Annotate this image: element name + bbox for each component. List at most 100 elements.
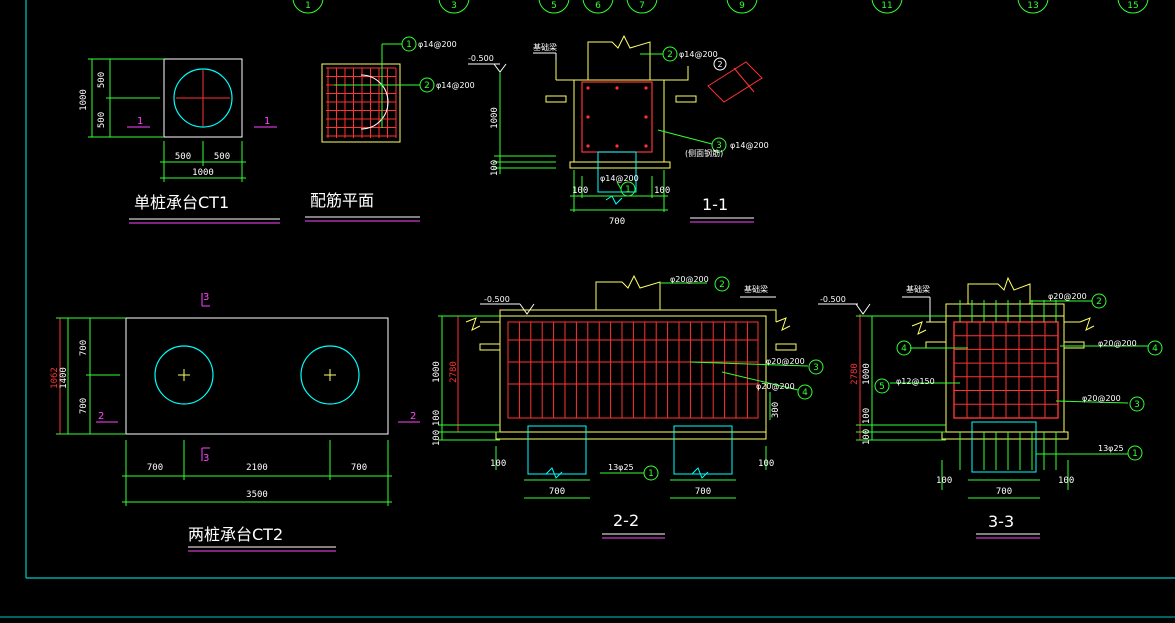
rebar-plan[interactable]: 1 φ14@200 2 φ14@200 配筋平面: [305, 36, 475, 222]
rebar-plan-grid: [326, 67, 397, 138]
ct2-dim-h2: 700: [79, 398, 89, 414]
ct1-section-mark-right: 1: [264, 116, 270, 127]
sec33-elev-text: -0.500: [820, 295, 846, 304]
callout-spec: φ20@200: [1048, 292, 1087, 301]
sec11-bedding: [569, 161, 671, 169]
sec33-cap-outline[interactable]: [945, 315, 1065, 433]
grid-bubble-label: 6: [595, 1, 601, 11]
sec22-dim-b2: 100: [432, 430, 442, 446]
sec33-soil-right: [1063, 341, 1085, 349]
callout-number: 4: [901, 344, 907, 354]
callout-number: 3: [1134, 400, 1140, 410]
ct2-dim-h1: 700: [79, 340, 89, 356]
sec11-column: [587, 34, 651, 70]
section-1-1[interactable]: -0.500 基础梁 1000 100 100 100: [468, 34, 769, 227]
callout-number: 4: [1152, 344, 1158, 354]
callout-number: 2: [1096, 297, 1102, 307]
rebar-plan-callout-1[interactable]: 1 φ14@200: [401, 36, 457, 52]
sec33-bedding: [941, 431, 1069, 440]
ct2-plan[interactable]: 1062 1400 700 700 700 2100 700 3500 3 3 …: [50, 292, 420, 552]
grid-bubble-label: 7: [639, 1, 645, 11]
callout-number: 1: [625, 185, 631, 195]
sec33-dim-b2: 100: [862, 429, 872, 445]
sec11-elev-triangle: [493, 63, 507, 73]
callout-spec: φ20@200: [1098, 339, 1137, 348]
grid-bubble-label: 3: [451, 1, 457, 11]
ct1-cap-outline[interactable]: [163, 58, 243, 138]
sec33-dim-total: 2780: [850, 363, 860, 385]
sec22-callout-2[interactable]: 2 φ20@200: [670, 275, 730, 292]
sec11-pile[interactable]: [597, 151, 637, 193]
sec22-callout-4[interactable]: 4 φ20@200: [756, 382, 813, 400]
rebar-dot: [644, 144, 648, 148]
sec11-dim-width: 700: [609, 217, 625, 227]
grid-bubble: 1: [292, 0, 324, 14]
callout-number: 1: [648, 469, 654, 479]
sec33-dim-height: 1000: [862, 363, 872, 385]
sec11-cap-outline[interactable]: [573, 79, 665, 163]
callout-number: 2: [667, 50, 673, 60]
ct2-mark-bottom: 3: [203, 453, 209, 464]
grid-bubble: 11: [871, 0, 903, 14]
rebar-dot: [644, 86, 648, 90]
sec33-callout-2[interactable]: 2 φ20@200: [1048, 292, 1107, 309]
sec33-beam-label: 基础梁: [906, 284, 930, 294]
rebar-plan-outline[interactable]: [321, 63, 401, 143]
callout-spec: 13φ25: [1098, 444, 1124, 453]
sec22-dim-b1: 100: [432, 410, 442, 426]
sec11-elev-text: -0.500: [468, 54, 494, 63]
sec22-callout-1[interactable]: 1 13φ25: [608, 463, 659, 481]
sec22-pile-left[interactable]: [527, 425, 587, 475]
ct1-plan[interactable]: 1000 500 500 500 500 1000 1 1 单桩承台CT1: [79, 58, 280, 224]
sec33-callout-5[interactable]: 5 φ12@150: [874, 377, 935, 394]
sec11-callout-1[interactable]: 1 φ14@200: [600, 174, 639, 197]
callout-number: 1: [1132, 449, 1138, 459]
callout-spec: φ20@200: [766, 357, 805, 366]
section-2-2[interactable]: -0.500 基础梁 1000 2780 100 100 300 100 1: [432, 274, 824, 539]
grid-bubble: 9: [726, 0, 758, 14]
ct1-dim-horizontal: [160, 141, 246, 182]
callout-number: 2: [424, 81, 430, 91]
sec11-callout-3[interactable]: 3 φ14@200 (侧面钢筋): [685, 137, 769, 158]
ct2-cap-outline[interactable]: [125, 317, 389, 435]
rebar-dot: [644, 115, 648, 119]
grid-bubble: 15: [1117, 0, 1149, 14]
ct1-dim-total-w: 1000: [192, 168, 214, 178]
sec11-detail-callout: 2: [713, 57, 727, 71]
sec33-rebar: [953, 300, 1059, 470]
sec22-pile-right[interactable]: [673, 425, 733, 475]
sec11-callout-2[interactable]: 2 φ14@200: [662, 46, 718, 62]
ct1-dim-w1: 500: [175, 152, 191, 162]
sec33-callout-1[interactable]: 1 13φ25: [1098, 444, 1143, 461]
section-3-3[interactable]: -0.500 基础梁 2780 1000 100 100 100 100 700: [818, 276, 1163, 539]
grid-bubble-label: 13: [1027, 1, 1038, 11]
sec11-soil-left: [545, 95, 567, 103]
sec11-rebar-cage[interactable]: [581, 81, 653, 153]
sec33-callout-3[interactable]: 3 φ20@200: [1082, 394, 1145, 412]
grid-bubble-label: 1: [305, 1, 311, 11]
grid-bubble: 5: [538, 0, 570, 14]
ct1-dim-h1: 500: [97, 72, 107, 88]
rebar-dot: [586, 115, 590, 119]
callout-number: 2: [719, 280, 725, 290]
ct2-pile-left[interactable]: [154, 345, 214, 405]
sec33-callout-4-right[interactable]: 4 φ20@200: [1098, 339, 1163, 356]
callout-spec: φ12@150: [896, 377, 935, 386]
sec22-dim-300: 300: [771, 402, 781, 418]
rebar-dot: [615, 144, 619, 148]
ct2-dim-total-w: 3500: [246, 490, 268, 500]
sec33-pile[interactable]: [971, 421, 1037, 473]
sec33-title: 3-3: [988, 512, 1014, 531]
rebar-plan-callout-2[interactable]: 2 φ14@200: [419, 77, 475, 93]
grid-bubble: 13: [1017, 0, 1049, 14]
rebar-plan-title: 配筋平面: [310, 191, 374, 210]
sec11-dim-height: 1000: [490, 107, 500, 129]
sec22-cap-outline[interactable]: [499, 315, 767, 433]
sec22-callout-3[interactable]: 3 φ20@200: [766, 357, 824, 375]
sec33-column: [967, 276, 1031, 304]
sec33-dim-b1: 100: [862, 408, 872, 424]
sec33-callout-4-left[interactable]: 4: [896, 340, 912, 356]
ct1-pile-circle[interactable]: [173, 68, 233, 128]
ct2-pile-right[interactable]: [300, 345, 360, 405]
